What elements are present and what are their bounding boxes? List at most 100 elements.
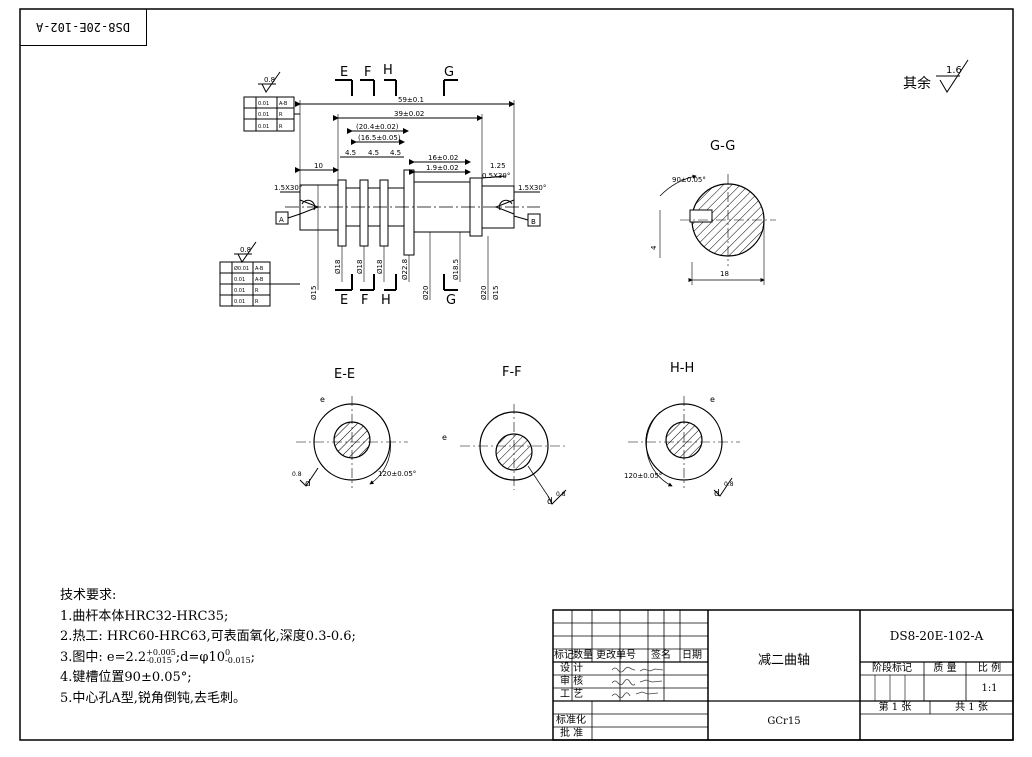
roughness-top: 0.8 — [264, 76, 275, 84]
signature-process — [611, 691, 659, 699]
tol-bottom-1-ref: A-B — [255, 277, 264, 283]
section-ff: F-F e 0.8 d — [442, 365, 568, 507]
tb-hdr-date: 日期 — [682, 650, 702, 661]
dia-7: Ø20 — [480, 286, 488, 300]
tol-d-upper: 0 — [225, 648, 231, 657]
tol-top-1: 0.01 — [258, 112, 269, 118]
tol-top-0: 0.01 — [258, 101, 269, 107]
tb-material: GCr15 — [767, 716, 801, 727]
roughness-bottom: 0.8 — [240, 246, 251, 254]
tech-req-item-3: 3.图中: e=2.2+0.005-0.015;d=φ100-0.015; — [60, 648, 356, 669]
section-ee-roughness: 0.8 — [292, 471, 302, 478]
dim-20-4: (20.4±0.02) — [356, 123, 399, 131]
section-hh: H-H e 120±0.05° 0.8 d — [624, 361, 740, 499]
datum-a: A — [279, 216, 284, 224]
dim-10: 10 — [314, 162, 323, 170]
tol-bottom-0: Ø0.01 — [234, 265, 249, 272]
tech-req-item-4: 4.键槽位置90±0.05°; — [60, 670, 192, 685]
tol-bottom-2: 0.01 — [234, 288, 245, 294]
tech-req-item-3-mid: ;d=φ10 — [175, 649, 226, 665]
section-ff-e: e — [442, 433, 447, 442]
tol-bottom-3: 0.01 — [234, 299, 245, 305]
tol-top-2: 0.01 — [258, 124, 269, 130]
tb-sheet-no: 第 1 张 — [878, 702, 912, 713]
section-ee-d: d — [305, 479, 311, 489]
tol-bottom-1: 0.01 — [234, 277, 245, 283]
section-ee-title: E-E — [334, 367, 355, 382]
dia-1: Ø18 — [334, 260, 342, 274]
dia-6: Ø18.5 — [452, 259, 460, 280]
tb-row-check: 审 核 — [560, 676, 584, 687]
section-gg-angle: 90±0.05° — [672, 176, 706, 184]
cut-bottom-h: H — [381, 293, 391, 308]
cut-bottom-e: E — [340, 293, 348, 308]
diameter-labels: Ø15 Ø18 Ø18 Ø18 Ø22.8 Ø20 Ø18.5 Ø20 Ø15 — [310, 259, 500, 300]
dim-inner: 39±0.02 — [394, 110, 424, 118]
section-hh-d: d — [714, 489, 720, 499]
chamfer-right: 1.5X30° — [518, 184, 546, 192]
tb-weight-label: 质 量 — [933, 663, 957, 674]
tech-req-item-3-prefix: 3.图中: e=2.2 — [60, 649, 147, 665]
cut-bottom-f: F — [361, 293, 368, 308]
cut-top-g: G — [444, 65, 454, 80]
dia-3: Ø18 — [376, 260, 384, 274]
chamfer-left: 1.5X30° — [274, 184, 302, 192]
dim-1-9: 1.9±0.02 — [426, 164, 459, 172]
tb-row-design: 设 计 — [560, 663, 584, 674]
section-ee-angle: 120±0.05° — [378, 470, 416, 478]
technical-requirements: 技术要求: 1.曲杆本体HRC32-HRC35; 2.热工: HRC60-HRC… — [60, 586, 356, 709]
main-view — [219, 71, 541, 307]
tech-req-item-1: 1.曲杆本体HRC32-HRC35; — [60, 608, 229, 624]
drawing-code-stamp: DS8-20E-102-A — [20, 9, 147, 46]
tol-e: +0.005-0.015 — [146, 649, 176, 665]
section-gg: G-G 90±0.05° 18 4 — [650, 139, 776, 285]
section-hh-e: e — [710, 395, 715, 404]
tech-req-item-3-end: ; — [250, 649, 256, 665]
section-gg-title: G-G — [710, 139, 735, 154]
tol-bottom-0-ref: A-B — [255, 266, 264, 272]
surface-finish-value: 1.6 — [946, 65, 962, 76]
section-ee-e: e — [320, 395, 325, 404]
dia-5: Ø20 — [422, 286, 430, 300]
tb-row-standard: 标准化 — [556, 715, 586, 726]
section-hh-title: H-H — [670, 361, 694, 376]
tb-stage-label: 阶段标记 — [872, 663, 912, 674]
title-block-grid — [552, 609, 1014, 741]
cut-top-f: F — [364, 65, 371, 80]
tol-e-lower: -0.015 — [146, 656, 172, 665]
section-ff-d: d — [547, 497, 553, 507]
tol-d: 0-0.015 — [225, 649, 251, 665]
section-ff-title: F-F — [502, 365, 522, 380]
main-view-labels: 59±0.1 39±0.02 (20.4±0.02) (16.5±0.05) 4… — [234, 76, 546, 305]
dim-4-5-b: 4.5 — [368, 149, 379, 157]
tol-d-lower: -0.015 — [225, 656, 251, 665]
dia-0: Ø15 — [310, 286, 318, 300]
tb-row-approve: 批 准 — [560, 728, 584, 739]
tol-e-upper: +0.005 — [146, 648, 176, 657]
tb-scale-label: 比 例 — [977, 663, 1002, 674]
tb-drawing-no: DS8-20E-102-A — [889, 629, 984, 643]
cut-bottom-g: G — [446, 293, 456, 308]
section-ff-roughness: 0.8 — [556, 491, 566, 498]
datum-b: B — [531, 218, 536, 226]
dim-overall: 59±0.1 — [398, 96, 424, 104]
tb-scale-value: 1:1 — [981, 683, 998, 694]
dia-4: Ø22.8 — [401, 259, 409, 280]
section-gg-depth: 4 — [650, 245, 658, 250]
section-ee: E-E e 120±0.05° 0.8 d — [292, 367, 416, 489]
dia-8: Ø15 — [492, 286, 500, 300]
tb-hdr-qty: 数量 — [573, 650, 593, 661]
tol-bottom-3-ref: R — [255, 299, 259, 305]
tb-hdr-mark: 标记 — [554, 650, 574, 661]
tb-hdr-change: 更改单号 — [596, 650, 636, 661]
dim-16-5: (16.5±0.05) — [358, 134, 401, 142]
surface-finish-symbol: 1.6 其余 — [903, 59, 969, 93]
tb-part-name: 减二曲轴 — [757, 653, 810, 668]
cut-top-h: H — [383, 63, 393, 78]
dim-16: 16±0.02 — [428, 154, 458, 162]
tb-row-process: 工 艺 — [560, 689, 584, 700]
tech-req-item-2: 2.热工: HRC60-HRC63,可表面氧化,深度0.3-0.6; — [60, 629, 356, 644]
tol-top-2-ref: R — [279, 124, 283, 130]
